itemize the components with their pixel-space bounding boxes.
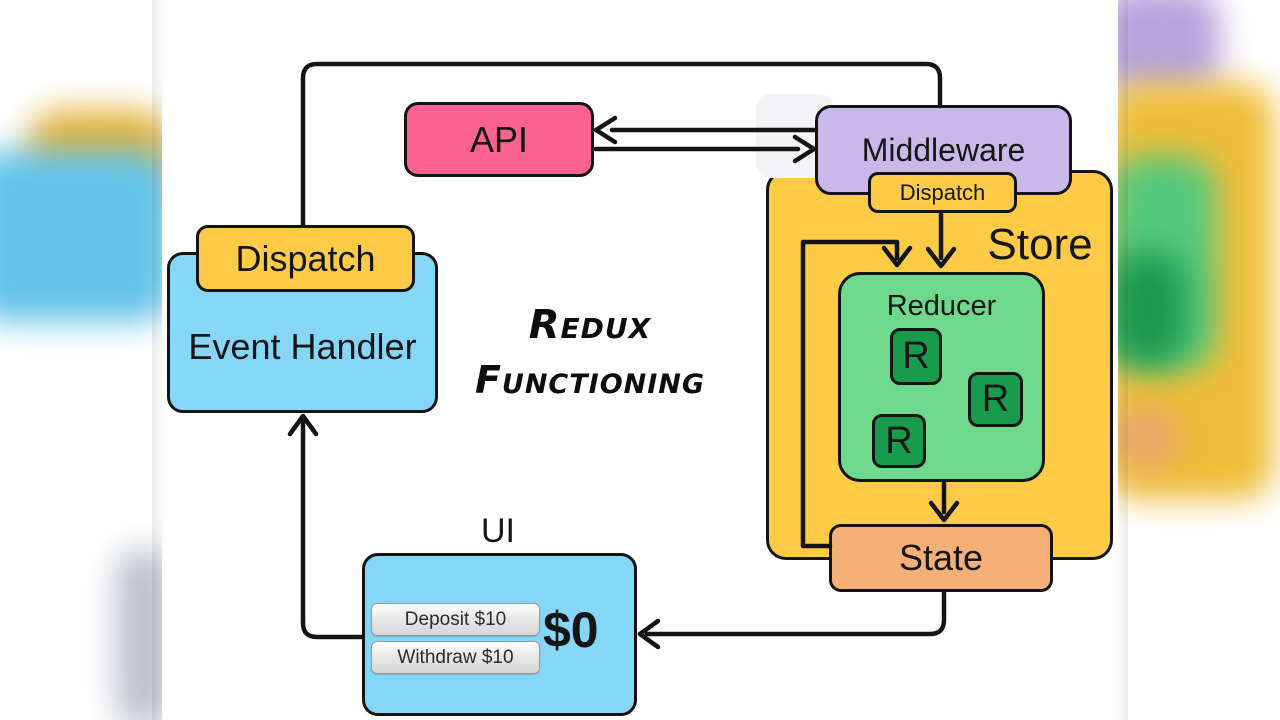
deposit-button[interactable]: Deposit $10 [371, 603, 540, 636]
blur-blob-reducer-item [1118, 252, 1186, 366]
reducer-item-3: R [872, 414, 926, 468]
diagram-title-line1: Redux [528, 302, 652, 348]
balance-value: $0 [543, 602, 599, 658]
dispatch-box: Dispatch [196, 225, 415, 292]
blur-blob-state [1118, 406, 1180, 470]
withdraw-button[interactable]: Withdraw $10 [371, 641, 540, 674]
store-dispatch-box: Dispatch [868, 172, 1017, 213]
api-box: API [404, 102, 594, 177]
arrow-ui-to-event-handler [287, 413, 364, 640]
blurred-edge-right [1118, 0, 1280, 720]
reducer-label: Reducer [886, 290, 997, 322]
reducer-item-2: R [968, 372, 1023, 427]
blur-blob-event-handler [0, 150, 162, 322]
diagram-title-line2: Functioning [474, 358, 706, 402]
blurred-edge-left [0, 0, 162, 720]
ui-label: UI [481, 512, 515, 550]
arrow-state-to-ui [637, 590, 947, 650]
reducer-item-1: R [890, 328, 942, 385]
state-box: State [829, 524, 1053, 592]
blur-blob-middleware [1118, 0, 1220, 96]
store-label: Store [987, 220, 1093, 269]
blur-blob-ui [116, 548, 162, 720]
